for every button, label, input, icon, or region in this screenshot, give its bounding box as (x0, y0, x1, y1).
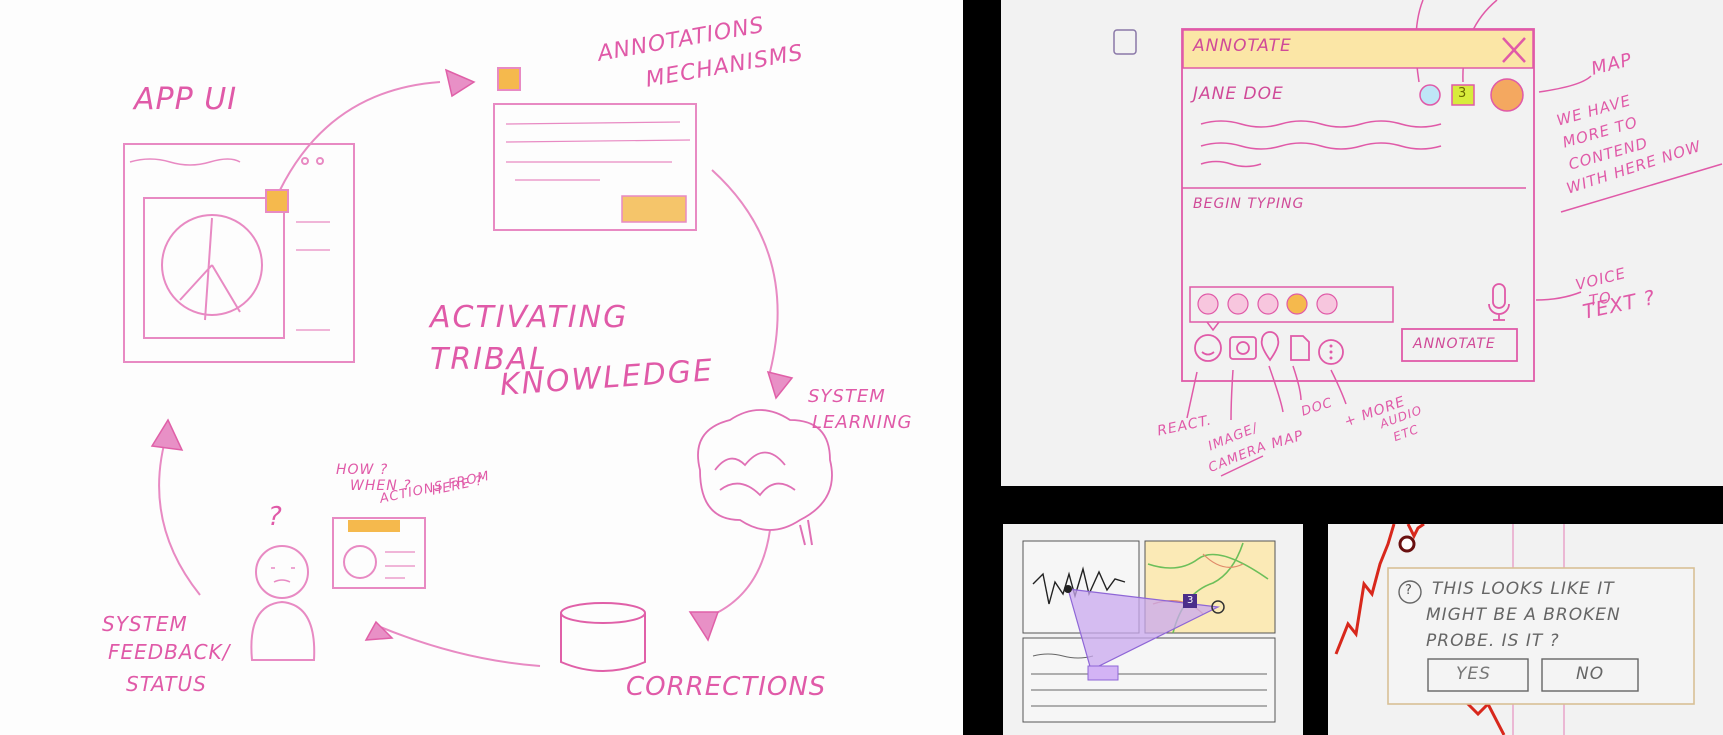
center-title-line-1: ACTIVATING (430, 300, 629, 335)
map-target-icon (1211, 600, 1225, 614)
reaction-dot-4 (1286, 293, 1308, 315)
annotate-sketch-drawing (1113, 0, 1723, 477)
reaction-dot-2 (1227, 293, 1249, 315)
system-learning-label-2: LEARNING (812, 412, 913, 433)
yes-button-box (1427, 658, 1529, 692)
microphone-icon (1488, 283, 1510, 321)
map-badge-count: 3 (1187, 595, 1194, 606)
annotate-submit-button[interactable]: ANNOTATE (1413, 336, 1496, 352)
left-sketch-panel: APP UI ANNOTATIONS MECHANISMS ACTIVATING… (0, 0, 963, 735)
app-ui-pie-icon (161, 214, 263, 316)
smiley-icon (1419, 84, 1441, 106)
close-icon (1502, 37, 1526, 63)
system-learning-label-1: SYSTEM (808, 386, 886, 407)
center-title-line-2: TRIBAL (430, 342, 548, 377)
annotation-mechanism-window (493, 103, 697, 231)
annotate-dialog (1181, 28, 1535, 382)
reaction-picker (1189, 286, 1394, 323)
map-pin-tool-icon (1260, 331, 1280, 362)
no-button[interactable]: NO (1576, 664, 1605, 684)
avatar (1490, 78, 1524, 112)
probe-message-line-3: PROBE. IS IT ? (1426, 631, 1560, 651)
help-glyph: ? (1405, 583, 1413, 598)
person-question-mark: ? (268, 502, 283, 532)
person-head (255, 545, 309, 599)
person-body (250, 600, 316, 661)
table-thumbnail (1022, 637, 1276, 723)
map-sketch-drawing (1022, 540, 1276, 723)
annotate-sketch-panel: ANNOTATE 3 JANE DOE BEGIN TYPING ANNOTAT… (1001, 0, 1723, 486)
reaction-dot-3 (1257, 293, 1279, 315)
questions-label-2: WHEN ? (350, 478, 412, 494)
questions-label-1: HOW ? (336, 462, 389, 478)
app-ui-window (123, 143, 355, 363)
probe-question-dialog (1387, 567, 1695, 705)
user-name: JANE DOE (1193, 84, 1284, 104)
more-tool-icon (1318, 339, 1344, 365)
annotate-header-title: ANNOTATE (1193, 36, 1292, 56)
system-feedback-label-1: SYSTEM (102, 612, 188, 636)
probe-message-line-2: MIGHT BE A BROKEN (1426, 605, 1621, 625)
badge-count-box (1451, 84, 1475, 106)
probe-sketch-panel: ? THIS LOOKS LIKE IT MIGHT BE A BROKEN P… (1328, 524, 1723, 735)
no-button-box (1541, 658, 1639, 692)
help-icon (1398, 580, 1422, 604)
map-badge (1183, 594, 1197, 608)
brain-sketch (697, 409, 833, 531)
probe-marker (1398, 535, 1416, 553)
reaction-dot-5 (1316, 293, 1338, 315)
probe-message-line-1: THIS LOOKS LIKE IT (1432, 579, 1615, 599)
app-ui-label: APP UI (134, 82, 238, 117)
annotate-submit-button-box (1401, 328, 1518, 362)
typing-hint: BEGIN TYPING (1193, 196, 1305, 212)
badge-count: 3 (1458, 86, 1468, 101)
database-icon (560, 602, 646, 624)
feedback-card (332, 517, 426, 589)
map-sketch-panel: 3 (1003, 524, 1303, 735)
react-tool-icon (1194, 334, 1222, 362)
left-sketch-drawing (123, 67, 833, 672)
doc-tool-icon (1290, 335, 1310, 361)
corrections-label: CORRECTIONS (626, 672, 827, 702)
table-highlight (1087, 665, 1119, 681)
reaction-dot-1 (1197, 293, 1219, 315)
system-feedback-label-2: FEEDBACK/ (108, 640, 231, 664)
small-annotate-trigger (1113, 29, 1137, 55)
camera-tool-icon (1229, 336, 1257, 360)
yes-button[interactable]: YES (1456, 664, 1491, 684)
probe-sketch-drawing (1334, 524, 1695, 735)
system-feedback-label-3: STATUS (126, 672, 207, 696)
